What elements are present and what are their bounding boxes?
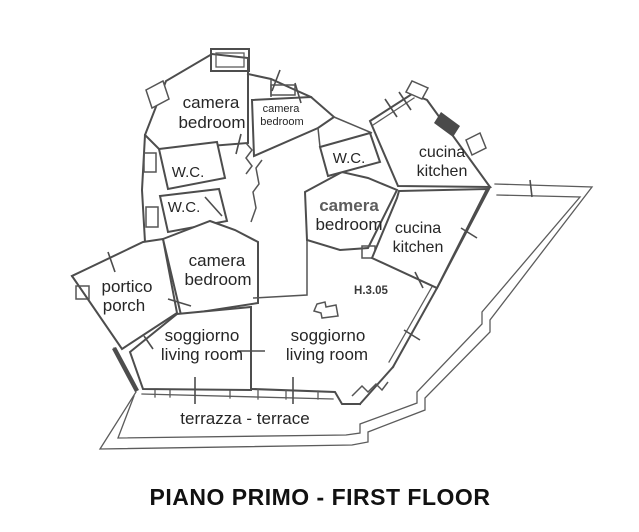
room-label-porch-it: portico: [101, 277, 152, 296]
room-bedroom-center: [303, 170, 399, 252]
flue-block: [434, 112, 460, 137]
room-wc-center: [318, 131, 382, 178]
window-ticks: [107, 69, 533, 404]
room-label-wc-lower: W.C.: [168, 199, 201, 216]
room-label-porch-en: porch: [103, 296, 146, 315]
room-wc-upper: [157, 140, 227, 191]
room-porch: [70, 237, 179, 351]
terrace-parapet: [98, 183, 594, 450]
room-label-bedroom-n-small-it: camera: [263, 103, 301, 115]
chimney-nw: [210, 48, 250, 72]
room-labels: camera bedroom camera bedroom W.C. W.C. …: [101, 93, 467, 428]
room-bedroom-n-small: [250, 95, 336, 158]
room-label-kitchen-ne-en: kitchen: [417, 163, 468, 180]
room-label-kitchen-ne-it: cucina: [419, 144, 465, 161]
window-bump: [75, 285, 90, 300]
porch-parapet: [112, 346, 139, 393]
room-living-w: [128, 305, 252, 392]
plan-title: PIANO PRIMO - FIRST FLOOR: [150, 484, 491, 510]
room-label-bedroom-center-it: camera: [319, 196, 379, 215]
window-bump: [143, 152, 157, 173]
room-label-living-c-it: soggiorno: [291, 326, 366, 345]
chimney-ne: [404, 80, 430, 100]
room-label-bedroom-n-small-en: bedroom: [260, 116, 303, 128]
room-label-wc-upper: W.C.: [172, 164, 205, 181]
room-label-bedroom-w-en: bedroom: [184, 270, 251, 289]
room-label-wc-center: W.C.: [333, 150, 366, 167]
window-bump: [145, 206, 159, 228]
plan-code-annotation: H.3.05: [354, 285, 388, 297]
window-bump: [465, 131, 487, 157]
room-label-bedroom-nw-it: camera: [183, 93, 240, 112]
fireplace: [312, 301, 339, 319]
room-label-living-w-en: living room: [161, 345, 243, 364]
room-walls: [70, 48, 492, 393]
room-label-bedroom-w-it: camera: [189, 251, 246, 270]
window-bump: [145, 79, 170, 110]
room-kitchen-e: [370, 187, 489, 290]
room-label-bedroom-nw-en: bedroom: [178, 113, 245, 132]
room-label-living-c-en: living room: [286, 345, 368, 364]
room-label-kitchen-e-en: kitchen: [393, 239, 444, 256]
room-label-living-w-it: soggiorno: [165, 326, 240, 345]
room-label-terrace: terrazza - terrace: [180, 409, 309, 428]
room-kitchen-ne: [368, 92, 492, 189]
room-label-bedroom-center-en: bedroom: [315, 215, 382, 234]
window-bump: [270, 84, 296, 96]
room-label-kitchen-e-it: cucina: [395, 220, 441, 237]
